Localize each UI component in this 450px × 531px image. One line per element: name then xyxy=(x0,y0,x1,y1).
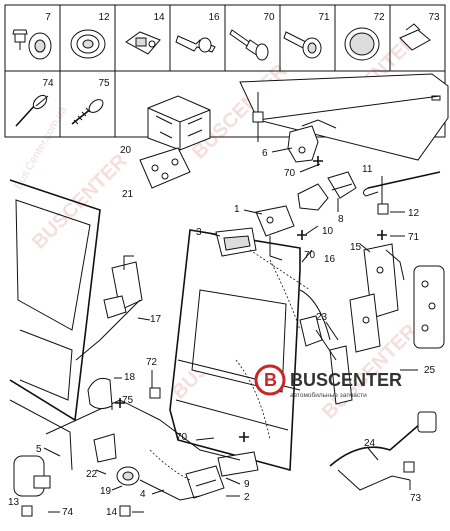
callout-label: 13 xyxy=(8,497,20,508)
callout-label: 25 xyxy=(424,365,436,376)
callout-label: 72 xyxy=(146,357,158,368)
part-1-latch xyxy=(255,205,295,261)
callout-label: 8 xyxy=(338,214,344,225)
callout-label: 14 xyxy=(106,507,118,518)
buscenter-logo: B BUSCENTER автомобильные запчасти xyxy=(254,364,402,399)
part-21-bracket-plate xyxy=(139,147,191,189)
rear-door xyxy=(169,229,301,472)
part-20-actuator-box xyxy=(147,95,211,151)
callout-label: 4 xyxy=(140,489,146,500)
part-13-cover-plate xyxy=(13,455,51,497)
logo-tagline: автомобильные запчасти xyxy=(290,391,367,399)
header-part-number: 71 xyxy=(318,12,330,23)
callout-label: 70 xyxy=(284,168,296,179)
callout-label: 75 xyxy=(122,395,134,406)
part-19-lock-cylinder xyxy=(116,466,140,486)
part-12-grommet xyxy=(70,29,106,59)
parts-header-grid: 7 12 14 16 70 71 72 73 74 75 xyxy=(4,4,446,138)
leader-lines xyxy=(43,92,418,513)
door-body-outline xyxy=(9,179,161,471)
callout-label: 74 xyxy=(62,507,74,518)
part-72-plug xyxy=(344,27,380,61)
part-18-outer-handle xyxy=(87,377,113,410)
header-part-number: 73 xyxy=(428,12,440,23)
callout-label: 71 xyxy=(408,232,420,243)
callout-label: 16 xyxy=(324,254,336,265)
header-part-number: 7 xyxy=(45,12,51,23)
callout-label: 10 xyxy=(322,226,334,237)
header-part-number: 74 xyxy=(42,78,54,89)
callout-labels: 20 6 11 70 8 21 12 1 10 3 71 15 70 16 17… xyxy=(8,145,436,518)
callout-label: 15 xyxy=(350,242,362,253)
callout-label: 70 xyxy=(176,432,188,443)
callout-label: 5 xyxy=(36,444,42,455)
callout-label: 70 xyxy=(304,250,316,261)
header-part-number: 14 xyxy=(153,12,165,23)
callout-label: 9 xyxy=(244,479,250,490)
watermark-domain: Bus Center.com.ua xyxy=(12,104,70,192)
part-14-nut-clip xyxy=(125,31,161,55)
callout-label: 19 xyxy=(100,486,112,497)
callout-label: 22 xyxy=(86,469,98,480)
reference-markers xyxy=(21,111,415,517)
header-part-number: 72 xyxy=(373,12,385,23)
part-25-striker-plate xyxy=(413,265,445,349)
callout-label: 73 xyxy=(410,493,422,504)
watermark: BUSCENTER xyxy=(28,150,132,254)
part-17-lock xyxy=(103,255,143,319)
callout-label: 17 xyxy=(150,314,162,325)
part-70-bolt xyxy=(229,29,269,61)
callout-label: 21 xyxy=(122,189,134,200)
callout-label: 6 xyxy=(262,148,268,159)
callout-label: 24 xyxy=(364,438,376,449)
roof-panel xyxy=(239,73,449,161)
callout-label: 11 xyxy=(362,164,373,175)
callout-label: 20 xyxy=(120,145,132,156)
part-3-inner-handle xyxy=(215,227,257,257)
part-6-hinge-lock xyxy=(287,119,337,163)
callout-label: 2 xyxy=(244,492,250,503)
header-part-number: 12 xyxy=(98,12,110,23)
part-23-actuator xyxy=(299,315,353,405)
part-7-clip xyxy=(12,29,52,60)
callout-label: 23 xyxy=(316,312,328,323)
part-73-clip xyxy=(399,23,431,51)
logo-name: BUSCENTER xyxy=(290,370,402,390)
part-8-bracket xyxy=(327,171,357,199)
part-9-handle xyxy=(217,451,259,477)
part-71-bolt xyxy=(283,31,322,59)
callout-label: 1 xyxy=(234,204,240,215)
part-16-screw xyxy=(175,35,216,53)
part-10-bracket xyxy=(297,183,329,211)
header-part-number: 75 xyxy=(98,78,110,89)
part-11-rod xyxy=(362,171,441,197)
header-part-number: 70 xyxy=(263,12,275,23)
linkage-rods xyxy=(75,249,331,501)
part-74-rivet xyxy=(15,94,49,127)
callout-label: 3 xyxy=(196,227,202,238)
part-24-wiring-harness xyxy=(329,411,437,491)
part-22-bracket xyxy=(93,433,117,463)
logo-mark: B xyxy=(264,370,277,390)
part-2-lock-cylinder-housing xyxy=(185,465,225,499)
part-75-screw xyxy=(71,99,104,125)
part-15-lock-mechanism xyxy=(349,243,405,353)
header-part-number: 16 xyxy=(208,12,220,23)
callout-label: 12 xyxy=(408,208,420,219)
callout-label: 18 xyxy=(124,372,136,383)
